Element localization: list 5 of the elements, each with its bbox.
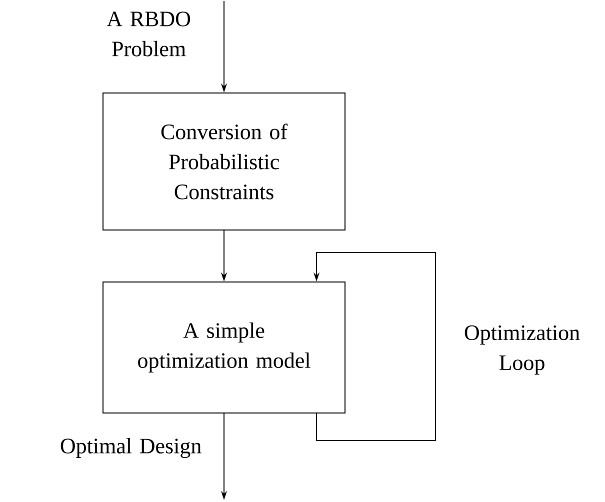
process-box: A simple optimization model xyxy=(102,282,346,414)
process-box: Conversion of Probabilistic Constraints xyxy=(102,92,346,230)
edge-label: Optimization Loop xyxy=(464,325,580,375)
edge-label: A RBDO Problem xyxy=(106,12,190,56)
edge-label: Optimal Design xyxy=(60,438,202,458)
